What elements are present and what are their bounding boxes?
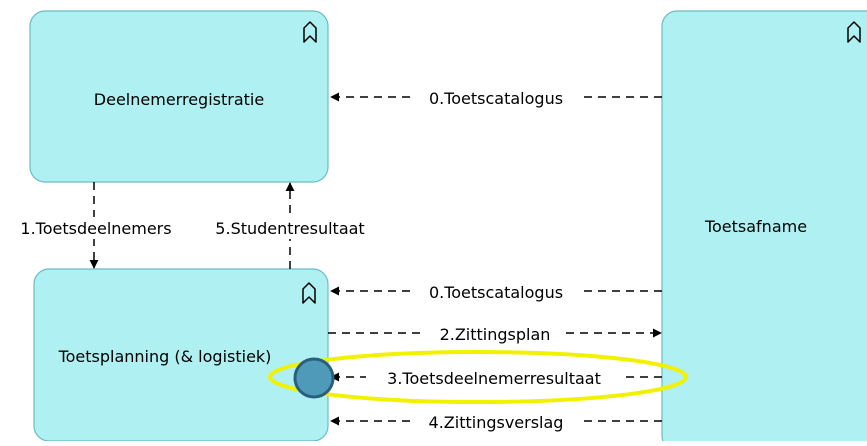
- application-component-icon: [302, 282, 316, 304]
- box-toetsplanning-label: Toetsplanning (& logistiek): [58, 347, 272, 366]
- box-deelnemerregistratie[interactable]: Deelnemerregistratie: [29, 10, 329, 183]
- flow-label: 4.Zittingsverslag: [429, 413, 564, 432]
- flow-label: 2.Zittingsplan: [440, 325, 551, 344]
- box-toetsafname[interactable]: Toetsafname: [661, 10, 867, 446]
- flow-label: 0.Toetscatalogus: [429, 89, 563, 108]
- flow-label-bg: [366, 366, 622, 388]
- flow-toetscatalogus-top[interactable]: 0.Toetscatalogus: [330, 86, 662, 108]
- flow-label-bg: [426, 322, 564, 344]
- flow-label: 1.Toetsdeelnemers: [20, 219, 171, 238]
- application-component-icon: [847, 21, 861, 43]
- flow-toetsdeelnemers[interactable]: 1.Toetsdeelnemers: [6, 182, 186, 269]
- application-component-icon: [303, 21, 317, 43]
- flow-label: 3.Toetsdeelnemerresultaat: [387, 369, 601, 388]
- highlight-ellipse: [268, 350, 688, 404]
- flow-label-bg: [413, 280, 579, 302]
- flow-studentresultaat[interactable]: 5.Studentresultaat: [200, 182, 380, 269]
- flow-label-bg: [200, 217, 380, 239]
- flow-toetsdeelnemerresultaat[interactable]: 3.Toetsdeelnemerresultaat: [330, 366, 662, 388]
- flow-label-bg: [414, 410, 578, 432]
- flow-zittingsverslag[interactable]: 4.Zittingsverslag: [330, 410, 662, 432]
- box-toetsplanning[interactable]: Toetsplanning (& logistiek): [33, 268, 329, 442]
- box-toetsafname-label: Toetsafname: [704, 217, 807, 236]
- flow-label: 5.Studentresultaat: [215, 219, 364, 238]
- flow-zittingsplan[interactable]: 2.Zittingsplan: [328, 322, 662, 344]
- connection-point-marker[interactable]: [293, 357, 335, 399]
- flow-label-bg: [6, 217, 186, 239]
- flow-toetscatalogus-mid[interactable]: 0.Toetscatalogus: [330, 280, 662, 302]
- box-toetsafname-shape: [661, 10, 867, 446]
- box-deelnemerregistratie-label: Deelnemerregistratie: [94, 90, 264, 109]
- flow-label: 0.Toetscatalogus: [429, 283, 563, 302]
- flow-label-bg: [413, 86, 579, 108]
- box-deelnemerregistratie-shape: [29, 10, 329, 183]
